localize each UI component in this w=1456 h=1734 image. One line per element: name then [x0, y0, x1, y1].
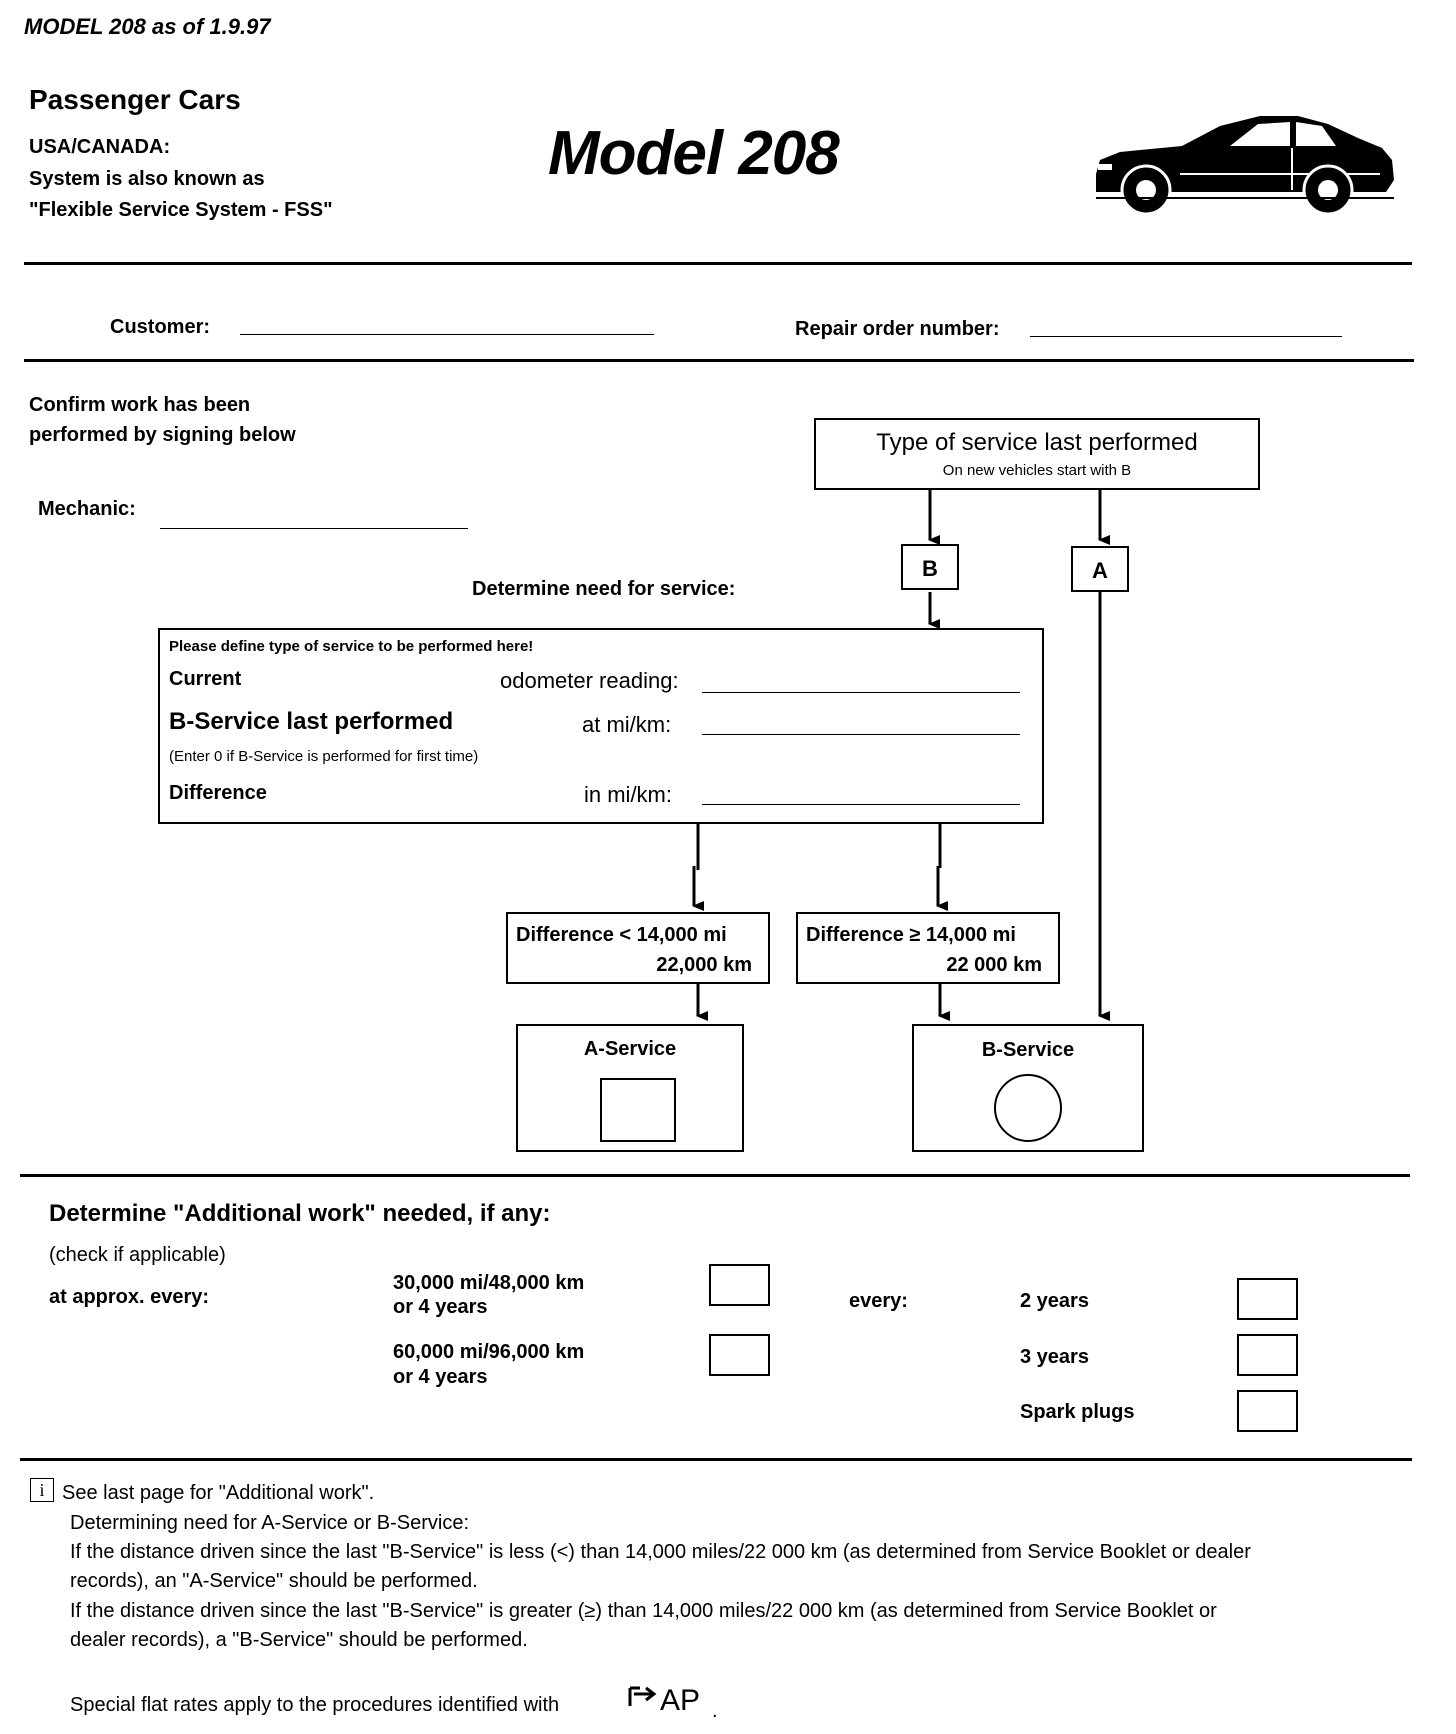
odometer-label: odometer reading:	[500, 668, 679, 693]
greater-rule-line-2: dealer records), a "B-Service" should be…	[70, 1629, 528, 1651]
customer-label: Customer:	[110, 316, 211, 338]
b-last-label: B-Service last performed	[169, 708, 454, 735]
a-service-square-icon[interactable]	[600, 1078, 676, 1142]
approx-label: at approx. every:	[49, 1286, 210, 1308]
checkbox-3-years[interactable]	[1237, 1334, 1298, 1376]
b-service-label: B-Service	[981, 1039, 1075, 1061]
option-60k-line-1: 60,000 mi/96,000 km	[393, 1341, 585, 1363]
difference-label: Difference	[169, 782, 267, 804]
b-last-field[interactable]	[702, 734, 1020, 735]
car-coupe-icon	[1090, 112, 1402, 218]
service-type-subtitle: On new vehicles start with B	[942, 462, 1132, 479]
additional-heading: Determine "Additional work" needed, if a…	[49, 1200, 551, 1227]
flow-connectors	[692, 490, 1110, 1021]
option-60k-line-2: or 4 years	[393, 1366, 488, 1388]
define-heading: Please define type of service to be perf…	[169, 638, 534, 655]
determine-need-label: Determine need for service:	[472, 578, 736, 600]
ap-period: .	[712, 1700, 718, 1722]
checkbox-spark-plugs[interactable]	[1237, 1390, 1298, 1432]
two-years-label: 2 years	[1020, 1290, 1089, 1312]
header-divider	[24, 262, 1412, 265]
branch-a-box: A	[1071, 546, 1129, 592]
mechanic-signature-field[interactable]	[160, 528, 468, 529]
three-years-label: 3 years	[1020, 1346, 1089, 1368]
in-km-label: in mi/km:	[584, 782, 672, 807]
customer-field[interactable]	[240, 334, 654, 335]
spark-plugs-label: Spark plugs	[1020, 1401, 1135, 1423]
difference-ge-line-1: Difference ≥ 14,000 mi	[806, 924, 1016, 946]
aka-line-2: "Flexible Service System - FSS"	[29, 199, 333, 221]
b-service-circle-icon[interactable]	[994, 1074, 1062, 1142]
flow-divider	[20, 1174, 1410, 1177]
determining-heading: Determining need for A-Service or B-Serv…	[70, 1512, 470, 1534]
check-note: (check if applicable)	[49, 1244, 226, 1266]
greater-rule-line-1: If the distance driven since the last "B…	[70, 1600, 1217, 1622]
see-last-page-note: See last page for "Additional work".	[62, 1482, 375, 1504]
region-label: USA/CANADA:	[29, 136, 171, 158]
b-service-box: B-Service	[912, 1024, 1144, 1152]
service-type-title: Type of service last performed	[876, 429, 1198, 456]
repair-order-label: Repair order number:	[795, 318, 1000, 340]
branch-b-label: B	[922, 556, 938, 581]
less-rule-line-2: records), an "A-Service" should be perfo…	[70, 1570, 478, 1592]
ap-wrench-icon	[628, 1684, 658, 1710]
checkbox-60k[interactable]	[709, 1334, 770, 1376]
difference-ge-box: Difference ≥ 14,000 mi 22 000 km	[796, 912, 1060, 984]
difference-less-box: Difference < 14,000 mi 22,000 km	[506, 912, 770, 984]
checkbox-2-years[interactable]	[1237, 1278, 1298, 1320]
option-30k-line-2: or 4 years	[393, 1296, 488, 1318]
odometer-field[interactable]	[702, 692, 1020, 693]
additional-divider	[20, 1458, 1412, 1461]
branch-a-label: A	[1092, 558, 1108, 583]
current-label: Current	[169, 668, 242, 690]
a-service-label: A-Service	[583, 1038, 677, 1060]
confirm-line-1: Confirm work has been	[29, 394, 251, 416]
confirm-line-2: performed by signing below	[29, 424, 296, 446]
branch-b-box: B	[901, 544, 959, 590]
difference-less-line-1: Difference < 14,000 mi	[516, 924, 727, 946]
mechanic-label: Mechanic:	[38, 498, 136, 520]
at-km-label: at mi/km:	[582, 712, 672, 737]
page-title: Model 208	[548, 119, 840, 188]
a-service-box: A-Service	[516, 1024, 744, 1152]
enter-zero-note: (Enter 0 if B-Service is performed for f…	[169, 748, 479, 765]
model-date-line: MODEL 208 as of 1.9.97	[24, 14, 271, 39]
category-heading: Passenger Cars	[29, 84, 241, 115]
difference-ge-line-2: 22 000 km	[946, 954, 1042, 976]
aka-line-1: System is also known as	[29, 168, 265, 190]
less-rule-line-1: If the distance driven since the last "B…	[70, 1541, 1251, 1563]
repair-order-field[interactable]	[1030, 336, 1342, 337]
fields-divider	[24, 359, 1414, 362]
every-label: every:	[849, 1290, 908, 1312]
ap-mark: AP	[660, 1684, 701, 1717]
checkbox-30k[interactable]	[709, 1264, 770, 1306]
difference-field[interactable]	[702, 804, 1020, 805]
info-i-icon: i	[30, 1478, 54, 1502]
service-type-box: Type of service last performed On new ve…	[814, 418, 1260, 490]
service-definition-box: Please define type of service to be perf…	[158, 628, 1044, 824]
difference-less-line-2: 22,000 km	[656, 954, 752, 976]
option-30k-line-1: 30,000 mi/48,000 km	[393, 1272, 585, 1294]
flat-rates-note: Special flat rates apply to the procedur…	[70, 1694, 560, 1716]
